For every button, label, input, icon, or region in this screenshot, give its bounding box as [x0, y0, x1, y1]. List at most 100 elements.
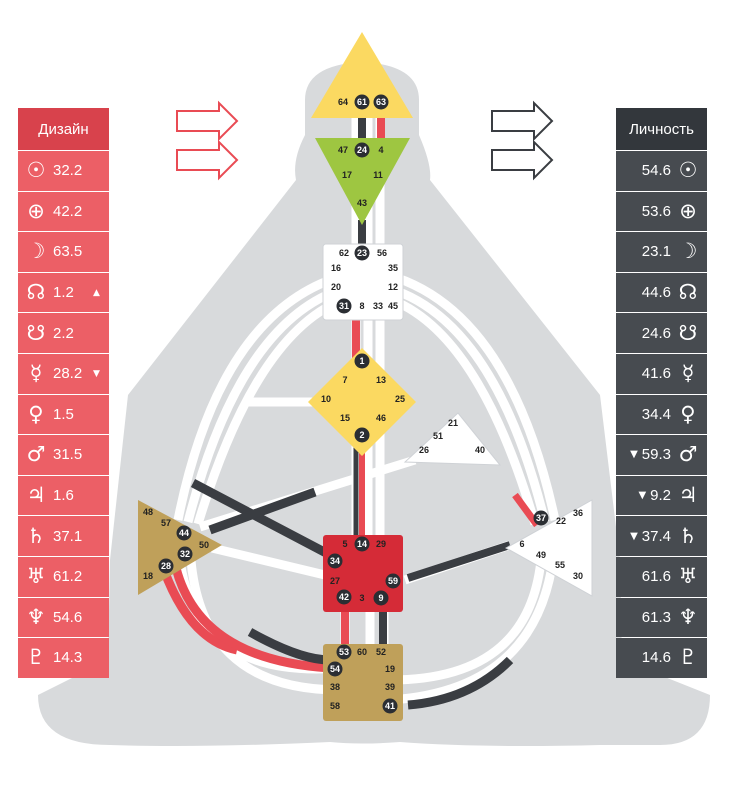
gate-number[interactable]: 60 — [357, 647, 367, 657]
personality-row-neptune[interactable]: 61.3♆ — [616, 597, 707, 638]
gate-number[interactable]: 10 — [321, 394, 331, 404]
gate-number[interactable]: 20 — [331, 282, 341, 292]
neptune-icon: ♆ — [678, 604, 698, 629]
spleen-center[interactable] — [138, 500, 222, 595]
gate-number[interactable]: 18 — [143, 571, 153, 581]
gate-number[interactable]: 57 — [161, 518, 171, 528]
personality-row-jupiter[interactable]: ▼9.2♃ — [616, 475, 707, 516]
gate-number[interactable]: 2 — [359, 430, 364, 440]
gate-number[interactable]: 11 — [373, 170, 383, 180]
personality-row-venus[interactable]: 34.4♀ — [616, 394, 707, 435]
gate-number[interactable]: 25 — [395, 394, 405, 404]
gate-number[interactable]: 50 — [199, 540, 209, 550]
gate-number[interactable]: 51 — [433, 431, 443, 441]
personality-row-moon[interactable]: 23.1☽ — [616, 232, 707, 272]
gate-number[interactable]: 39 — [385, 682, 395, 692]
gate-number[interactable]: 29 — [376, 539, 386, 549]
gate-number[interactable]: 6 — [519, 539, 524, 549]
gate-number[interactable]: 54 — [330, 664, 340, 674]
gate-number[interactable]: 44 — [179, 528, 189, 538]
gate-number[interactable]: 33 — [373, 301, 383, 311]
gate-number[interactable]: 62 — [339, 248, 349, 258]
design-row-uranus[interactable]: ♅61.2 — [18, 556, 109, 597]
gate-number[interactable]: 31 — [339, 301, 349, 311]
gate-number[interactable]: 48 — [143, 507, 153, 517]
gate-number[interactable]: 56 — [377, 248, 387, 258]
personality-row-south-node[interactable]: 24.6☋ — [616, 313, 707, 353]
gate-number[interactable]: 30 — [573, 571, 583, 581]
north-node-icon: ☊ — [678, 280, 698, 305]
personality-row-north-node[interactable]: 44.6☊ — [616, 272, 707, 313]
gate-number[interactable]: 19 — [385, 664, 395, 674]
design-row-sun[interactable]: ☉32.2 — [18, 151, 109, 191]
gate-number[interactable]: 28 — [161, 561, 171, 571]
gate-number[interactable]: 49 — [536, 550, 546, 560]
gate-number[interactable]: 5 — [342, 539, 347, 549]
design-row-mercury[interactable]: ☿28.2▼ — [18, 353, 109, 394]
design-row-south-node[interactable]: ☋2.2 — [18, 313, 109, 353]
gate-number[interactable]: 64 — [338, 97, 348, 107]
personality-row-earth[interactable]: 53.6⊕ — [616, 191, 707, 232]
gate-number[interactable]: 58 — [330, 701, 340, 711]
gate-number[interactable]: 35 — [388, 263, 398, 273]
gate-number[interactable]: 15 — [340, 413, 350, 423]
gate-number[interactable]: 38 — [330, 682, 340, 692]
design-row-earth[interactable]: ⊕42.2 — [18, 191, 109, 232]
gate-number[interactable]: 26 — [419, 445, 429, 455]
gate-number[interactable]: 52 — [376, 647, 386, 657]
gate-number[interactable]: 43 — [357, 198, 367, 208]
gate-number[interactable]: 22 — [556, 516, 566, 526]
root-center[interactable] — [323, 644, 403, 721]
gate-number[interactable]: 46 — [376, 413, 386, 423]
personality-row-saturn[interactable]: ▼37.4♄ — [616, 516, 707, 556]
gate-number[interactable]: 13 — [376, 375, 386, 385]
gate-number[interactable]: 45 — [388, 301, 398, 311]
gate-number[interactable]: 14 — [357, 539, 367, 549]
design-row-mars[interactable]: ♂31.5 — [18, 435, 109, 475]
design-row-moon[interactable]: ☽63.5 — [18, 232, 109, 272]
gate-number[interactable]: 40 — [475, 445, 485, 455]
gate-number[interactable]: 24 — [357, 145, 367, 155]
gate-number[interactable]: 7 — [342, 375, 347, 385]
gate-number[interactable]: 42 — [339, 592, 349, 602]
ajna-center[interactable] — [315, 138, 410, 225]
gate-number[interactable]: 32 — [180, 549, 190, 559]
gate-number[interactable]: 55 — [555, 560, 565, 570]
head-center[interactable] — [311, 32, 413, 118]
gate-number[interactable]: 1 — [359, 356, 364, 366]
personality-row-sun[interactable]: 54.6☉ — [616, 151, 707, 191]
gate-number[interactable]: 53 — [339, 647, 349, 657]
gate-number[interactable]: 3 — [359, 593, 364, 603]
gate-number[interactable]: 59 — [388, 576, 398, 586]
design-row-pluto[interactable]: ♇14.3 — [18, 638, 109, 678]
g-center[interactable] — [308, 348, 416, 456]
design-row-north-node[interactable]: ☊1.2▲ — [18, 272, 109, 313]
gate-number[interactable]: 21 — [448, 418, 458, 428]
design-row-saturn[interactable]: ♄37.1 — [18, 516, 109, 556]
gate-number[interactable]: 36 — [573, 508, 583, 518]
personality-row-pluto[interactable]: 14.6♇ — [616, 638, 707, 678]
gate-number[interactable]: 63 — [376, 97, 386, 107]
gate-number[interactable]: 8 — [359, 301, 364, 311]
active-gate-marker — [327, 661, 343, 677]
gate-number[interactable]: 16 — [331, 263, 341, 273]
gate-number[interactable]: 37 — [536, 513, 546, 523]
gate-number[interactable]: 41 — [385, 701, 395, 711]
gate-number[interactable]: 27 — [330, 576, 340, 586]
heart-center[interactable] — [403, 412, 502, 466]
gate-number[interactable]: 34 — [330, 556, 340, 566]
design-row-jupiter[interactable]: ♃1.6 — [18, 475, 109, 516]
personality-row-mercury[interactable]: 41.6☿ — [616, 353, 707, 394]
gate-number[interactable]: 17 — [342, 170, 352, 180]
gate-number[interactable]: 23 — [357, 248, 367, 258]
gate-number[interactable]: 9 — [378, 593, 383, 603]
design-row-neptune[interactable]: ♆54.6 — [18, 597, 109, 638]
gate-number[interactable]: 4 — [378, 145, 383, 155]
personality-row-mars[interactable]: ▼59.3♂ — [616, 435, 707, 475]
personality-row-uranus[interactable]: 61.6♅ — [616, 556, 707, 597]
gate-number[interactable]: 61 — [357, 97, 367, 107]
gate-number[interactable]: 47 — [338, 145, 348, 155]
design-row-venus[interactable]: ♀1.5 — [18, 394, 109, 435]
gate-number[interactable]: 12 — [388, 282, 398, 292]
solar-center[interactable] — [504, 499, 593, 597]
